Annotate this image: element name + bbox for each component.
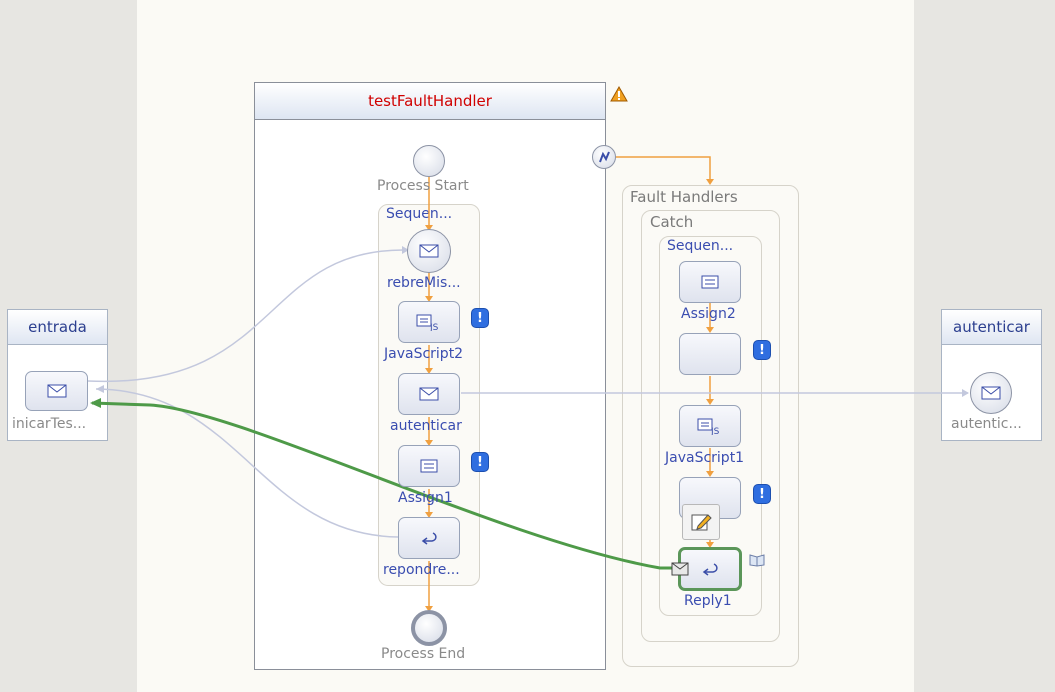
envelope-icon [419, 387, 439, 401]
note-icon[interactable]: ! [753, 484, 771, 504]
note-icon[interactable]: ! [471, 308, 489, 328]
process-title: testFaultHandler [255, 83, 605, 120]
partner-title: autenticar [942, 310, 1041, 345]
process-start-node[interactable] [413, 145, 445, 177]
activity-label: autenticar [390, 418, 462, 434]
assign-icon [701, 275, 719, 289]
javascript-icon: JS [416, 314, 439, 331]
envelope-icon [419, 244, 439, 258]
reply-icon [702, 563, 718, 576]
note-icon[interactable]: ! [471, 452, 489, 472]
process-end-label: Process End [381, 646, 466, 662]
invoke-activity[interactable] [398, 373, 460, 415]
partner-operation-label: autentic... [951, 416, 1022, 432]
activity-label: repondre... [383, 562, 460, 578]
fault-event-icon[interactable] [592, 145, 616, 169]
process-start-label: Process Start [377, 178, 469, 194]
message-icon[interactable] [671, 561, 689, 580]
partner-autenticar[interactable]: autenticar [941, 309, 1042, 441]
javascript-activity[interactable]: JS [679, 405, 741, 447]
activity-label: rebreMis... [387, 275, 461, 291]
activity-label: Assign2 [681, 306, 736, 322]
note-icon[interactable]: ! [753, 340, 771, 360]
main-sequence-label: Sequen... [386, 206, 453, 222]
edit-icon[interactable] [682, 504, 720, 540]
assign-activity[interactable] [679, 261, 741, 303]
svg-text:JS: JS [429, 323, 439, 331]
assign-icon [420, 459, 438, 473]
partner-entrada[interactable]: entrada [7, 309, 108, 441]
assign-activity[interactable] [398, 445, 460, 487]
javascript-icon: JS [697, 418, 720, 435]
receive-activity[interactable] [407, 229, 451, 273]
reply-icon [421, 532, 437, 545]
svg-text:JS: JS [710, 427, 720, 435]
activity-label: JavaScript2 [384, 346, 464, 362]
catch-label: Catch [650, 213, 694, 231]
activity-label: Reply1 [684, 593, 732, 609]
partner-title: entrada [8, 310, 107, 345]
process-end-node[interactable] [411, 610, 447, 646]
empty-activity[interactable] [679, 333, 741, 375]
activity-label: Assign1 [398, 490, 453, 506]
fault-sequence-label: Sequen... [667, 238, 734, 254]
envelope-icon [981, 386, 1001, 400]
partner-operation[interactable] [25, 371, 88, 411]
fault-handlers-label: Fault Handlers [630, 188, 738, 206]
javascript-activity[interactable]: JS [398, 301, 460, 343]
documentation-icon[interactable] [748, 552, 766, 571]
reply-activity[interactable] [398, 517, 460, 559]
warning-icon[interactable] [610, 85, 628, 106]
envelope-icon [47, 384, 66, 398]
partner-operation[interactable] [970, 372, 1012, 414]
activity-label: JavaScript1 [665, 450, 745, 466]
partner-operation-label: inicarTes... [12, 416, 87, 432]
